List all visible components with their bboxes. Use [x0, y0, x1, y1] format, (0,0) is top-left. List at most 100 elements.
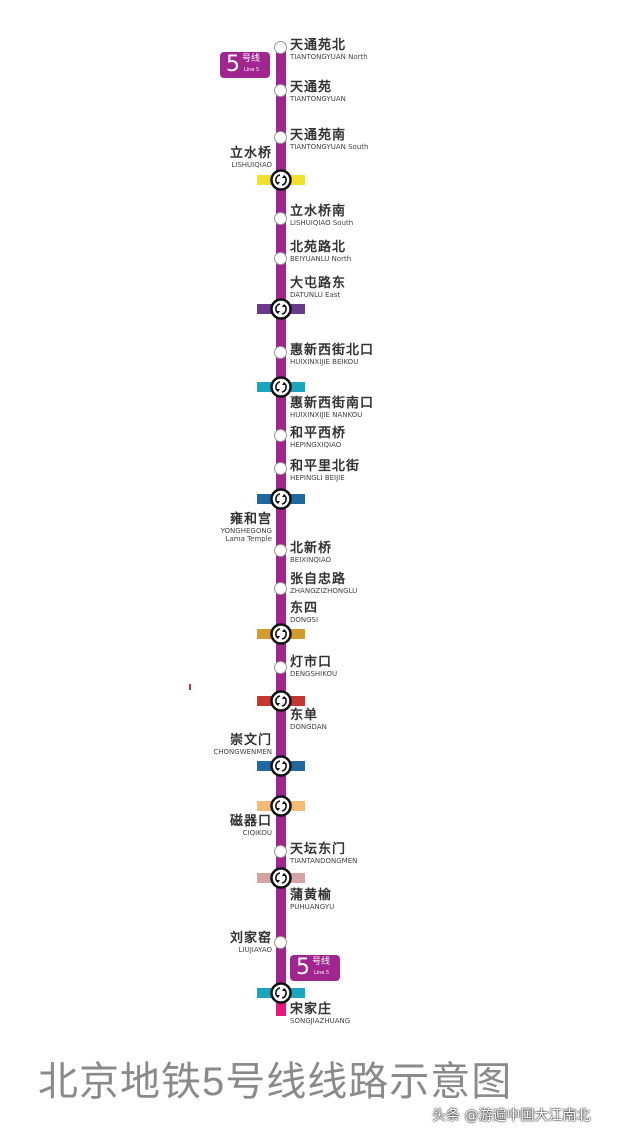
- station-name-en: ZHANGZIZHONGLU: [290, 587, 358, 595]
- station-name-cn: 和平西桥: [290, 426, 347, 441]
- map-caption: 北京地铁5号线线路示意图: [38, 1060, 513, 1104]
- station-name-en: PUHUANGYU: [290, 903, 335, 911]
- station-name-cn: 立水桥: [229, 146, 272, 161]
- station-dot-icon[interactable]: [274, 936, 287, 949]
- line5-track: [276, 45, 286, 1003]
- station-name-cn: 天通苑南: [290, 128, 347, 143]
- station-dot-icon[interactable]: [274, 845, 287, 858]
- station-name-en: DONGDAN: [290, 723, 327, 731]
- line-badge-bottom: 5 号线 Line 5: [290, 955, 340, 981]
- station-dot-icon[interactable]: [274, 252, 287, 265]
- transfer-icon[interactable]: [270, 690, 292, 712]
- station-name-en: DATUNLU East: [290, 291, 341, 299]
- station-dot-icon[interactable]: [274, 661, 287, 674]
- station-name-cn: 天通苑: [290, 80, 333, 95]
- station-dot-icon[interactable]: [274, 41, 287, 54]
- station-name-en: CHONGWENMEN: [213, 748, 272, 756]
- transfer-icon[interactable]: [270, 982, 292, 1004]
- station-name-cn: 崇文门: [229, 733, 272, 748]
- line-number: 5: [296, 955, 310, 980]
- line-hao: 号线: [242, 54, 261, 64]
- station-name-en: HEPINGXIQIAO: [290, 441, 342, 449]
- station-name-cn: 刘家窑: [229, 931, 272, 946]
- line-hao: 号线: [312, 957, 331, 967]
- station-name-en: DENGSHIKOU: [290, 670, 338, 678]
- station-name-cn: 东四: [290, 601, 319, 616]
- line-en: Line 5: [244, 67, 260, 73]
- station-dot-icon[interactable]: [274, 429, 287, 442]
- station-name-cn: 磁器口: [229, 814, 272, 829]
- station-name-cn: 雍和宫: [229, 512, 272, 527]
- transfer-icon[interactable]: [270, 376, 292, 398]
- line-en: Line 5: [314, 970, 330, 976]
- station-name-en: DONGSI: [290, 616, 319, 624]
- station-dot-icon[interactable]: [274, 544, 287, 557]
- station-name-cn: 东单: [290, 708, 319, 723]
- station-name-en: CIQIKOU: [242, 829, 272, 837]
- station-name-cn: 天通苑北: [290, 38, 347, 53]
- station-name-en: HUIXINXIJIE BEIKOU: [290, 358, 359, 366]
- station-name-en: LISHUIQIAO: [231, 161, 272, 169]
- transfer-icon[interactable]: [270, 298, 292, 320]
- transfer-icon[interactable]: [270, 623, 292, 645]
- watermark: 头条 @游遍中国大江南北: [432, 1108, 591, 1124]
- station-dot-icon[interactable]: [274, 212, 287, 225]
- station-dot-icon[interactable]: [274, 462, 287, 475]
- station-name-cn: 惠新西街南口: [290, 396, 375, 411]
- station-dot-icon[interactable]: [274, 346, 287, 359]
- station-name-cn: 北苑路北: [290, 240, 347, 255]
- station-dot-icon[interactable]: [274, 582, 287, 595]
- station-name-en: TIANTONGYUAN North: [290, 53, 368, 61]
- station-name-en: BEIYUANLU North: [290, 255, 352, 263]
- station-name-en: LIUJIAYAO: [238, 946, 272, 954]
- transfer-icon[interactable]: [270, 488, 292, 510]
- transfer-icon[interactable]: [270, 795, 292, 817]
- red-mark: [189, 684, 191, 690]
- line5-terminal-stub: [276, 1000, 286, 1016]
- station-name-cn: 北新桥: [290, 541, 333, 556]
- station-name-cn: 和平里北街: [290, 459, 361, 474]
- station-name-cn: 立水桥南: [290, 204, 347, 219]
- transfer-icon[interactable]: [270, 755, 292, 777]
- station-name-en-alt: Lama Temple: [225, 535, 272, 543]
- station-name-en: HUIXINXIJIE NANKOU: [290, 411, 363, 419]
- line-number: 5: [226, 52, 240, 77]
- station-name-cn: 天坛东门: [290, 842, 347, 857]
- station-name-cn: 宋家庄: [290, 1002, 333, 1017]
- station-name-en: BEIXINQIAO: [290, 556, 332, 564]
- station-name-cn: 灯市口: [290, 655, 333, 670]
- station-name-cn: 张自忠路: [290, 572, 347, 587]
- transfer-icon[interactable]: [270, 169, 292, 191]
- transfer-icon[interactable]: [270, 867, 292, 889]
- station-name-en: TIANTANDONGMEN: [290, 857, 358, 865]
- station-dot-icon[interactable]: [274, 84, 287, 97]
- station-name-cn: 惠新西街北口: [290, 343, 375, 358]
- station-dot-icon[interactable]: [274, 131, 287, 144]
- station-name-en: YONGHEGONG: [220, 527, 272, 535]
- station-name-cn: 大屯路东: [290, 276, 347, 291]
